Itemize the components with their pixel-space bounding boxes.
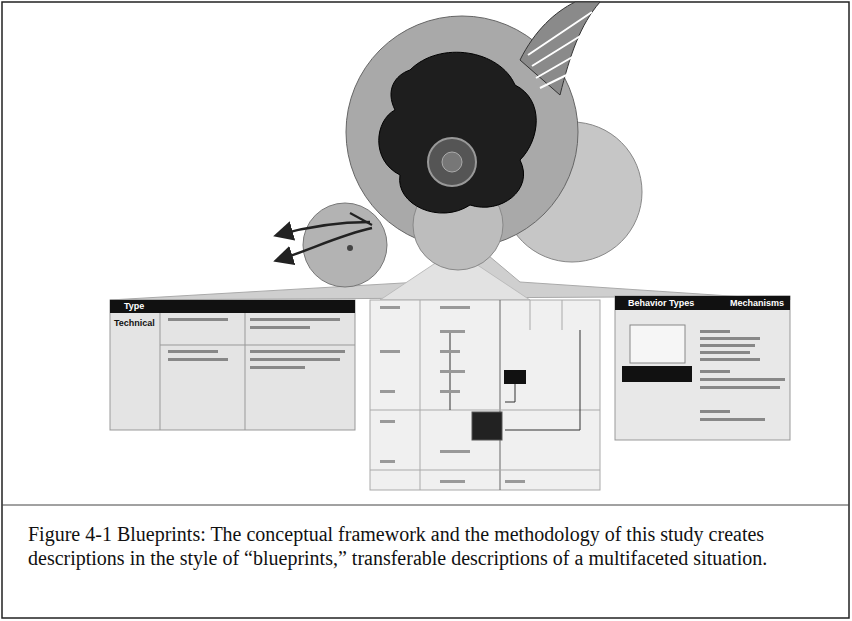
table-rule [160, 345, 355, 346]
tube-stripes [528, 12, 592, 88]
behavior-icon [630, 325, 685, 363]
lane-rule [500, 300, 501, 490]
figure-caption: Figure 4-1 Blueprints: The conceptual fr… [28, 522, 828, 570]
table-header: Behavior Types [628, 298, 694, 309]
lane-rule [562, 300, 563, 330]
illegible-text [380, 306, 525, 483]
illegible-text [700, 330, 785, 421]
lane-rule [420, 300, 421, 490]
output-arrow [278, 228, 372, 260]
table-header: Mechanisms [730, 298, 784, 309]
flow-step [504, 370, 526, 384]
table-thumbnail [110, 300, 355, 430]
flow-step [472, 412, 502, 440]
table-thumbnail [615, 296, 790, 440]
table-header-bar [615, 296, 790, 310]
table-header-bar [110, 300, 355, 313]
flow-line [450, 330, 580, 430]
behavior-row [622, 366, 692, 382]
flowchart-thumbnail [370, 300, 600, 490]
tube [520, 2, 600, 95]
nucleus-core [442, 152, 462, 172]
table-cell: Technical [114, 318, 155, 329]
illegible-text [168, 318, 345, 369]
table-rule [245, 313, 246, 430]
dot [347, 245, 353, 251]
table-header: Type [124, 301, 144, 312]
table-rule [160, 313, 161, 430]
small-cell [303, 203, 387, 287]
nucleus [428, 138, 476, 186]
output-arrow [350, 213, 372, 225]
caption-rule [2, 505, 849, 506]
cell-core [379, 52, 537, 213]
lane-rule [370, 410, 600, 411]
lane-rule [370, 470, 600, 471]
lane-rule [530, 300, 531, 330]
